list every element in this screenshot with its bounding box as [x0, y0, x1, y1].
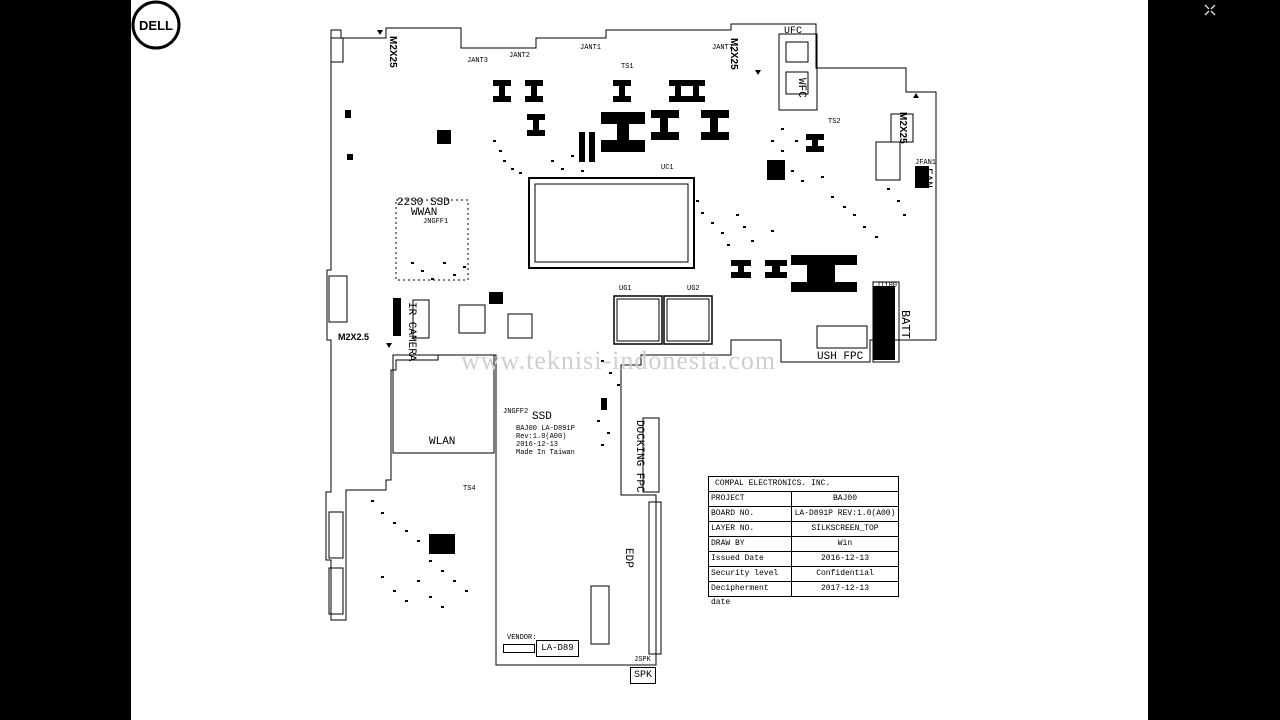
title-block-row: Security level Confidential [709, 567, 898, 582]
title-block-key: PROJECT [709, 492, 792, 506]
title-block-key: BOARD NO. [709, 507, 792, 521]
title-block-key: DRAW BY [709, 537, 792, 551]
title-block-value: 2016-12-13 [820, 554, 869, 563]
watermark: www.teknisi-indonesia.com [461, 346, 777, 375]
board-info-line: Made In Taiwan [516, 449, 575, 457]
title-block-key: LAYER NO. [709, 522, 792, 536]
edp-label: EDP [622, 548, 634, 568]
title-block-value: Win [837, 539, 853, 548]
title-block-row: BOARD NO. LA-D891P REV:1.0(A00) [709, 507, 898, 522]
title-block-value: Confidential [816, 569, 874, 578]
title-block-row: LAYER NO. SILKSCREEN_TOP [709, 522, 898, 537]
title-block: COMPAL ELECTRONICS. INC. PROJECT BAJ00 B… [708, 476, 899, 607]
board-info-line: BAJ00 LA-D891P [516, 425, 575, 433]
dell-logo: DELL [131, 0, 181, 50]
screw-label-top-right: M2X25 [728, 38, 739, 70]
screw-label-left: M2X2.5 [338, 332, 370, 342]
title-block-value: SILKSCREEN_TOP [811, 524, 879, 533]
dell-logo-text: DELL [139, 18, 173, 33]
title-block-key: Issued Date [709, 552, 792, 566]
jant7-label: JANT7 [712, 44, 734, 52]
screw-label-top-left: M2X25 [387, 36, 398, 68]
vendor-label: VENDOR: [507, 634, 537, 642]
ir-camera-label: IR CAMERA [405, 302, 417, 362]
uc1-label: UC1 [661, 164, 674, 172]
fan-label: FAN [921, 168, 933, 188]
title-block-row: Issued Date 2016-12-13 [709, 552, 898, 567]
title-block-value: 2017-12-13 [820, 584, 869, 593]
wwan-label: WWAN [411, 207, 438, 219]
ts1-label: TS1 [621, 63, 634, 71]
title-block-header: COMPAL ELECTRONICS. INC. [709, 477, 898, 492]
wfc-label: WFC [795, 78, 807, 98]
jant1-label: JANT1 [580, 44, 602, 52]
ug1-label: UG1 [619, 285, 632, 293]
document-page: M2X25 M2X25 M2X25 M2X2.5 UFC WFC FAN BAT… [131, 0, 1148, 720]
title-block-key: Decipherment date [709, 582, 792, 607]
battery-label: BATT [898, 310, 912, 339]
docking-fpc-label: DOCKING FPC [633, 420, 645, 493]
screw-label-right: M2X25 [897, 112, 908, 144]
ts2-label: TS2 [828, 118, 841, 126]
jbatt-label: JT100 [876, 282, 898, 290]
ssd-2230-label: 2230 SSD [397, 197, 450, 209]
board-info-line: Rev:1.0(A00) [516, 433, 567, 441]
jngff1-label: JNGFF1 [423, 218, 449, 226]
jant3-label: JANT3 [467, 57, 489, 65]
vendor-box [503, 644, 535, 653]
title-block-key: Security level [709, 567, 792, 581]
jant2-label: JANT2 [509, 52, 531, 60]
ufc-label: UFC [784, 26, 803, 37]
board-info: BAJ00 LA-D891P Rev:1.0(A00) 2016-12-13 M… [516, 425, 575, 457]
jspk-label: JSPK [634, 656, 651, 664]
speaker-connector-label: SPK [630, 667, 656, 684]
ts4-label: TS4 [463, 485, 476, 493]
jfan1-label: JFAN1 [915, 159, 937, 167]
ssd-label: SSD [532, 411, 552, 423]
board-info-line: 2016-12-13 [516, 441, 559, 449]
ug2-label: UG2 [687, 285, 700, 293]
board-outline-drawing [325, 23, 937, 666]
title-block-row: Decipherment date 2017-12-13 [709, 582, 898, 607]
wlan-label: WLAN [429, 436, 456, 448]
title-block-value: BAJ00 [832, 494, 857, 503]
title-block-row: DRAW BY Win [709, 537, 898, 552]
jngff2-label: JNGFF2 [503, 408, 529, 416]
ush-fpc-label: USH FPC [817, 351, 864, 363]
title-block-value: LA-D891P REV:1.0(A00) [794, 509, 896, 518]
title-block-row: PROJECT BAJ00 [709, 492, 898, 507]
board-code-box: LA-D89 [536, 640, 579, 657]
close-icon[interactable] [1203, 3, 1217, 17]
